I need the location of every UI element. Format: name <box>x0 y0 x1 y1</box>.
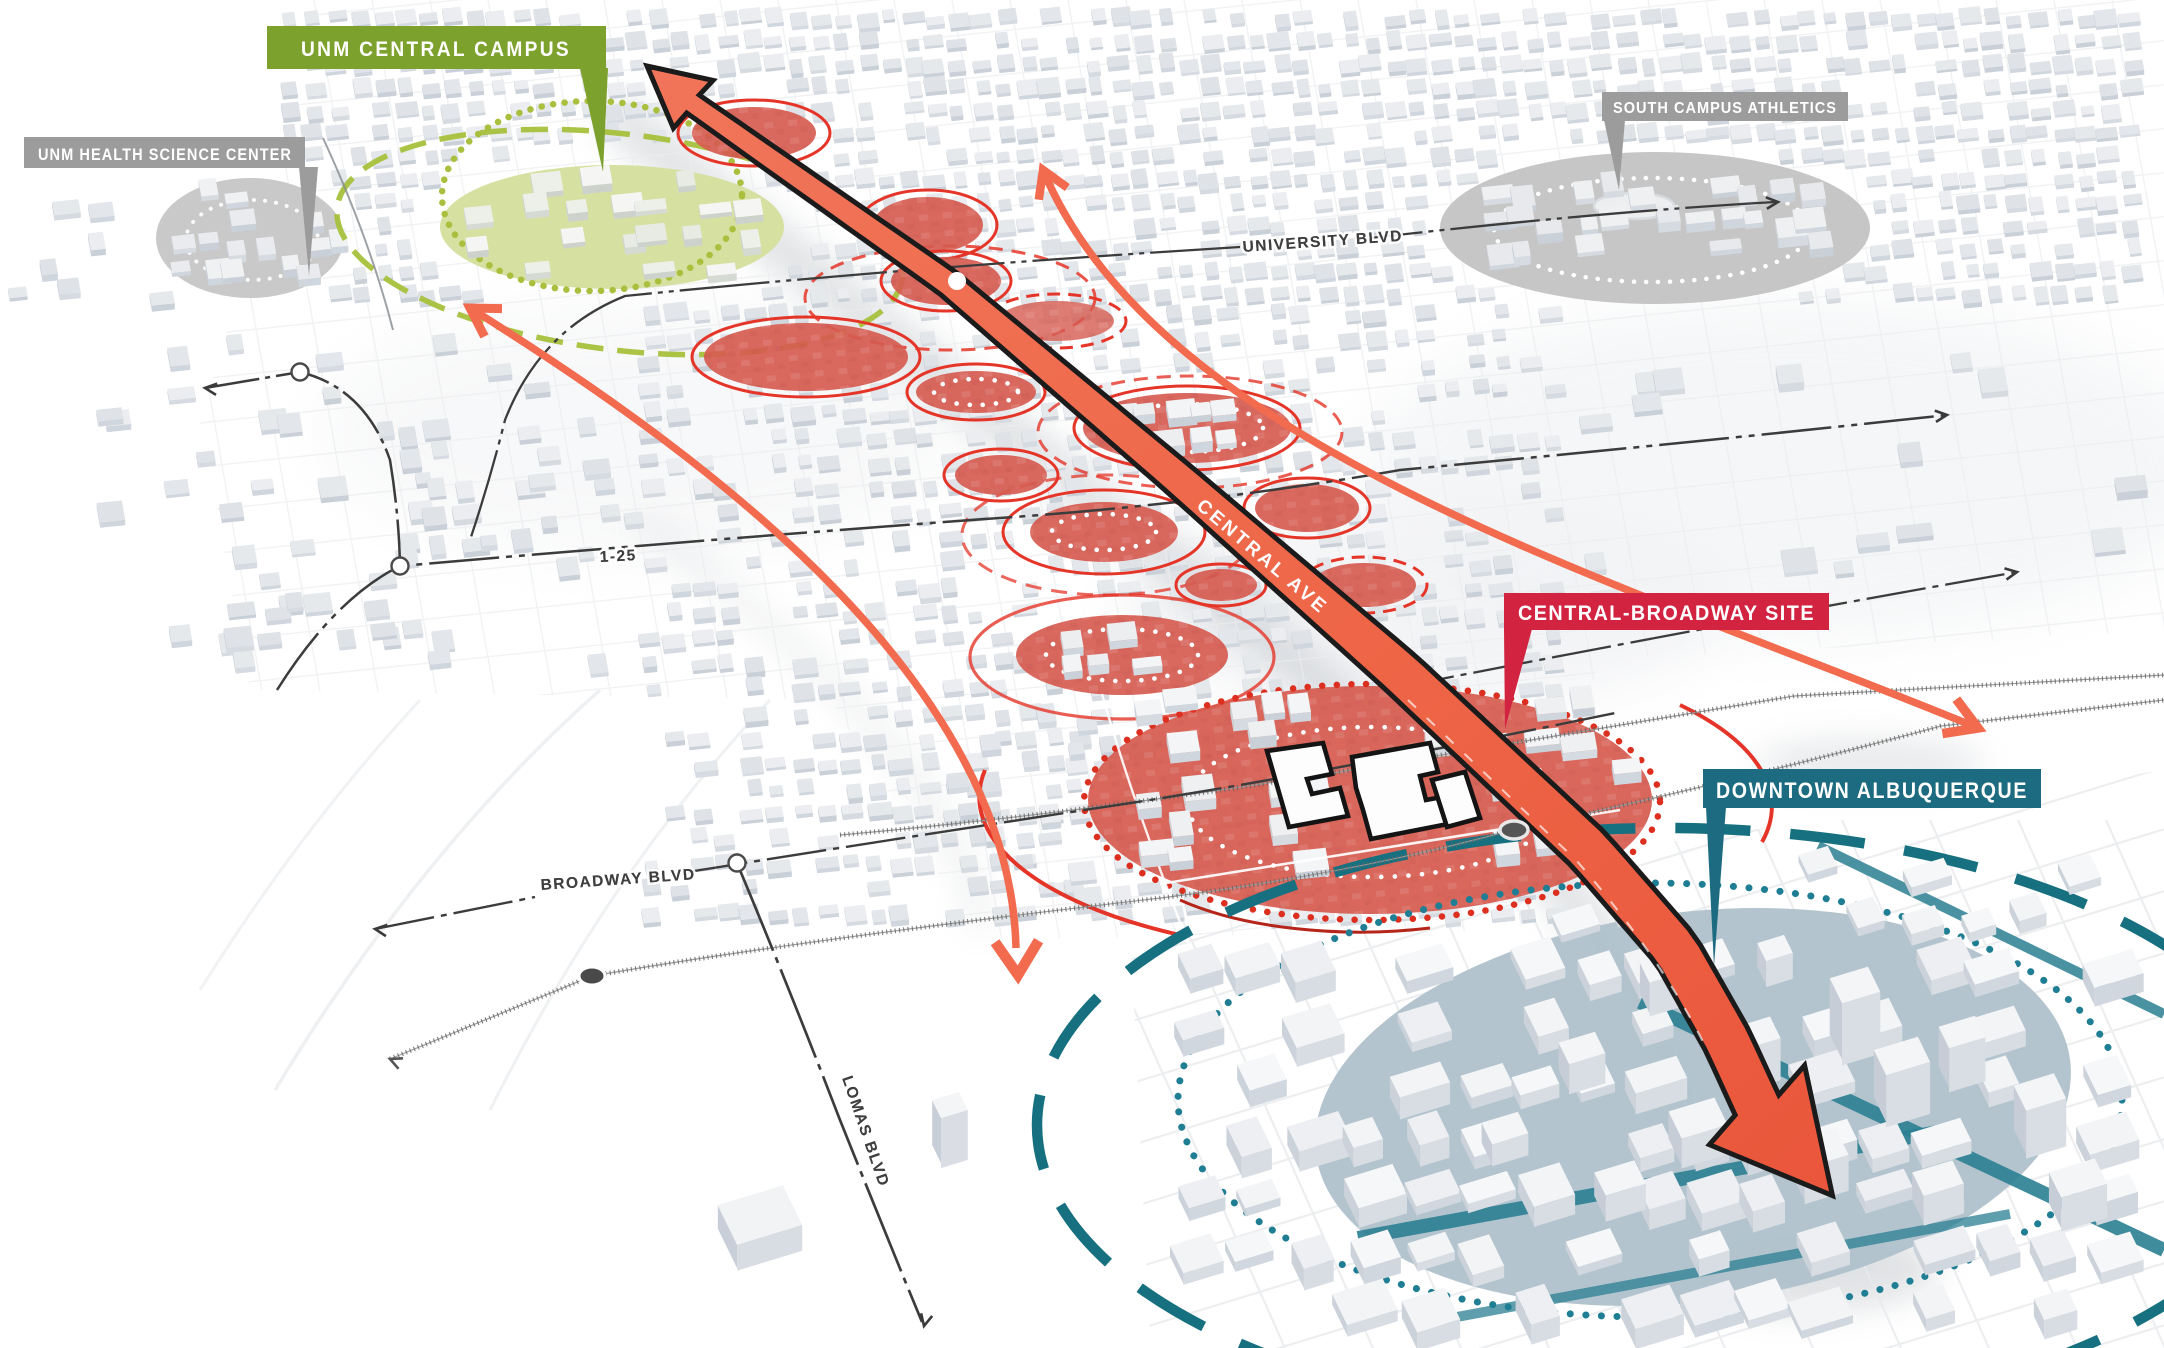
svg-text:UNM HEALTH SCIENCE CENTER: UNM HEALTH SCIENCE CENTER <box>38 146 292 164</box>
svg-text:1-25: 1-25 <box>599 547 637 566</box>
svg-text:UNM CENTRAL CAMPUS: UNM CENTRAL CAMPUS <box>301 37 571 61</box>
svg-text:CENTRAL-BROADWAY SITE: CENTRAL-BROADWAY SITE <box>1518 601 1815 625</box>
svg-text:DOWNTOWN ALBUQUERQUE: DOWNTOWN ALBUQUERQUE <box>1716 778 2028 803</box>
svg-text:SOUTH CAMPUS ATHLETICS: SOUTH CAMPUS ATHLETICS <box>1613 100 1837 117</box>
svg-text:1-25: 1-25 <box>599 547 637 566</box>
